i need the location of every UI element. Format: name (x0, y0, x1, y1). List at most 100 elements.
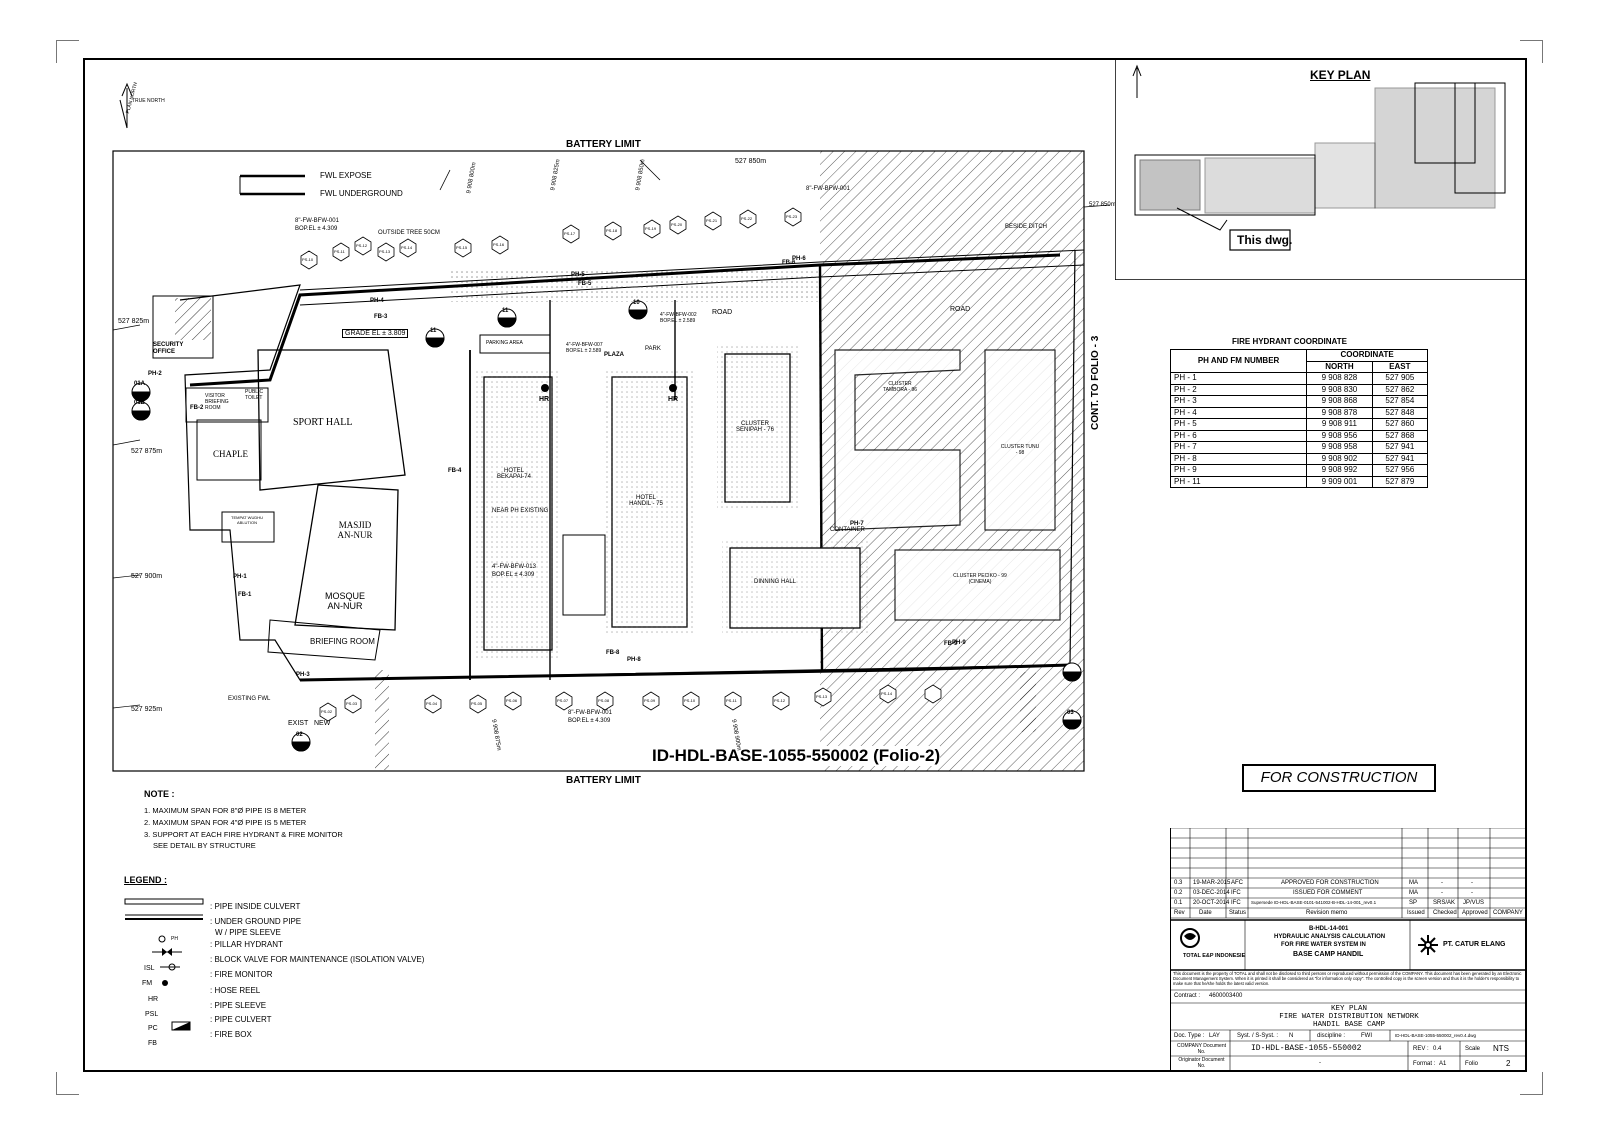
rev-cell: SP (1409, 900, 1418, 906)
northing-label: 527 900m (131, 573, 163, 580)
new-label: NEW (314, 720, 331, 727)
client-name: TOTAL E&P INDONESIE (1183, 953, 1246, 959)
pillar-hydrant-label: PH-2 (148, 371, 162, 377)
building-label: SPORT HALL (293, 417, 353, 428)
crop-mark (56, 1072, 79, 1095)
fire-box-label: FB-8 (606, 650, 620, 656)
pipe-tag: 8"-FW-BFW-001 (568, 710, 612, 716)
cont-to-folio: CONT. TO FOLIO - 3 (1090, 335, 1101, 430)
hose-reel-label: HR (668, 396, 679, 403)
circle-tag: 01B (134, 400, 146, 406)
for-construction-stamp: FOR CONSTRUCTION (1242, 764, 1436, 792)
legend-text: W / PIPE SLEEVE (215, 928, 281, 937)
ps-marker: PS-12 (774, 698, 786, 703)
legend-symbol: FM (142, 980, 153, 987)
ps-marker: PS-21 (706, 218, 718, 223)
building-label: HOTEL HANDIL - 75 (629, 495, 663, 507)
file-name: ID-HDL-BASE-1055-550002_rev0.4.dwg (1395, 1033, 1477, 1038)
road-label: ROAD (712, 309, 733, 316)
northing-label: 527 850m (1089, 202, 1116, 208)
pillar-hydrant-label: PH-1 (233, 574, 247, 580)
ps-marker: PS-13 (379, 249, 391, 254)
plaza-label: PLAZA (604, 352, 624, 358)
col-east: EAST (1371, 360, 1429, 373)
legend-symbol: PC (148, 1025, 158, 1032)
rev-value: 0.4 (1433, 1046, 1442, 1052)
container-label: CONTAINER (830, 527, 865, 533)
project-line: HYDRAULIC ANALYSIS CALCULATION (1274, 934, 1386, 940)
ps-marker: PS-03 (346, 701, 358, 706)
legend-symbols (124, 898, 204, 1031)
circle-tag: 02 (296, 732, 303, 738)
legend-title: LEGEND : (124, 875, 168, 885)
rev-cell: 0.1 (1174, 900, 1183, 906)
ps-marker: PS-11 (334, 249, 345, 254)
building-label: CLUSTER TUNU - 98 (1000, 444, 1040, 456)
pipe-tag: 8"-FW-BFW-001 (806, 186, 850, 192)
ps-marker: PS-19 (645, 226, 657, 231)
pillar-hydrant-label: PH-8 (627, 657, 641, 663)
rev-cell: APPROVED FOR CONSTRUCTION (1281, 880, 1379, 886)
scale-label: Scale (1465, 1046, 1481, 1052)
legend-symbol: PH (171, 936, 178, 942)
fire-box-label: FB-6 (782, 260, 796, 266)
rev-cell: IFC (1231, 890, 1241, 896)
title-line: KEY PLAN (1330, 1005, 1367, 1013)
fwl-expose: FWL EXPOSE (320, 171, 372, 180)
pipe-el: BOP.EL ± 4.309 (568, 718, 611, 724)
discipline-value: FWI (1361, 1033, 1372, 1039)
circle-tag: 11 (430, 328, 437, 334)
ps-marker: PS-17 (564, 231, 576, 236)
project-code: B-HDL-14-001 (1309, 926, 1349, 932)
rev-cell: 03-DEC-2014 (1193, 890, 1230, 896)
legend-symbol: FB (148, 1040, 157, 1047)
ps-marker: PS-05 (471, 701, 483, 706)
near-ph-existing: NEAR PH EXISTING (492, 508, 549, 514)
contract-number: 4600003400 (1209, 993, 1243, 999)
building-label: HOTEL BEKAPAI-74 (497, 468, 531, 480)
format-value: A1 (1439, 1061, 1447, 1067)
ps-marker: PS-04 (426, 701, 438, 706)
fire-box-label: FB-2 (190, 405, 204, 411)
legend-text: : PIPE SLEEVE (210, 1001, 267, 1010)
rev-cell: 19-MAR-2015 (1193, 880, 1231, 886)
rev-cell: - (1441, 880, 1443, 886)
park-label: PARK (645, 346, 661, 352)
legend-text: : PIPE INSIDE CULVERT (210, 902, 301, 911)
ps-marker: PS-18 (606, 228, 618, 233)
legend-symbol: PSL (145, 1011, 159, 1018)
drawing-id-label: ID-HDL-BASE-1055-550002 (Folio-2) (652, 746, 941, 766)
note-item: 3. SUPPORT AT EACH FIRE HYDRANT & FIRE M… (144, 830, 343, 839)
project-line: BASE CAMP HANDIL (1293, 951, 1364, 958)
contractor-name: PT. CATUR ELANG (1443, 941, 1506, 948)
circle-tag: 11 (502, 308, 509, 314)
rev-label: REV : (1413, 1046, 1429, 1052)
note-item: 2. MAXIMUM SPAN FOR 4"Ø PIPE IS 5 METER (144, 818, 307, 827)
legend-text: : FIRE BOX (210, 1030, 252, 1039)
rev-cell: AFC (1231, 880, 1243, 886)
company-doc-number: ID-HDL-BASE-1055-550002 (1251, 1044, 1362, 1053)
rev-cell: MA (1409, 880, 1418, 886)
legend-text: : FIRE MONITOR (210, 970, 273, 979)
fire-box-label: FB-5 (578, 281, 592, 287)
rev-cell: JP/VUS (1463, 900, 1485, 906)
rev-cell: - (1441, 890, 1443, 896)
battery-limit-top: BATTERY LIMIT (566, 139, 641, 150)
exist-label: EXIST (288, 720, 309, 727)
legend-text: : UNDER GROUND PIPE (210, 917, 302, 926)
ps-marker: PS-20 (671, 222, 683, 227)
circle-tag: 10 (633, 300, 640, 306)
circle-tag: 01A (134, 381, 146, 387)
ps-marker: PS-15 (456, 245, 468, 250)
pipe-tag: 8"-FW-BFW-001 (295, 218, 339, 224)
rev-header: Issued (1407, 910, 1425, 916)
crop-mark (1520, 40, 1543, 63)
pillar-hydrant-label: PH-6 (792, 256, 806, 262)
